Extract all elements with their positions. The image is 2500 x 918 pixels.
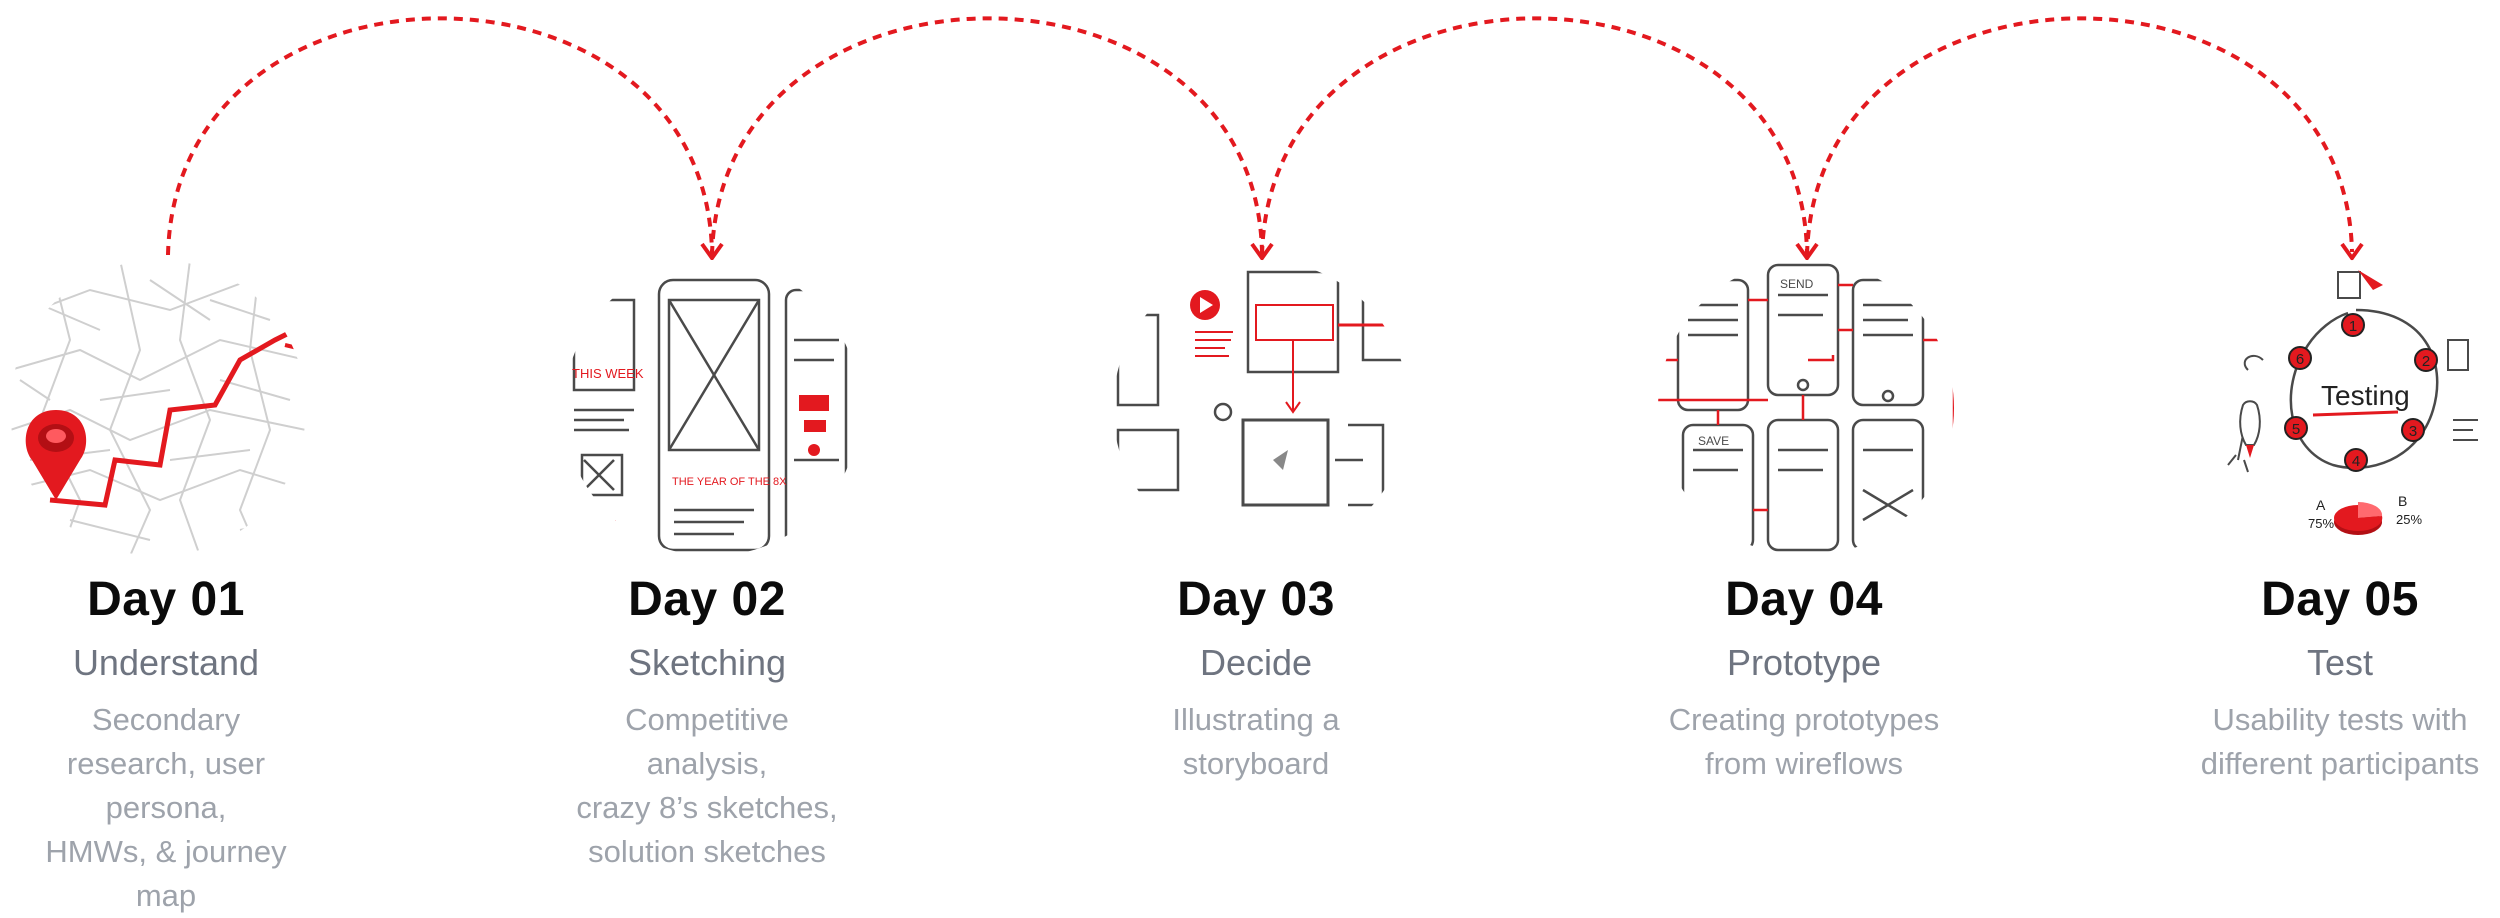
sketch-text: SAVE: [1698, 434, 1729, 448]
decide-illustration: [1113, 260, 1409, 556]
step-description: Creating prototypes from wireflows: [1644, 698, 1964, 786]
storyboard-icon: [1113, 260, 1409, 556]
step-phase-label: Sketching: [547, 642, 867, 684]
testing-label: Testing: [2321, 380, 2410, 411]
step-day-label: Day 05: [2180, 572, 2500, 627]
sketching-illustration: THIS WEEK THE YEAR OF THE 8X: [564, 260, 860, 556]
cycle-marker-2: 2: [2415, 349, 2437, 371]
step-description: Competitive analysis, crazy 8’s sketches…: [547, 698, 867, 874]
arc-arrowhead-day05: [2342, 244, 2362, 258]
test-illustration: Testing 1 2 3 4 5 6: [2208, 260, 2500, 556]
pie-chart-icon: [2334, 502, 2382, 535]
cycle-number: 3: [2409, 423, 2417, 440]
cycle-number: 5: [2292, 421, 2300, 438]
arc-arrowhead-day04: [1797, 244, 1817, 258]
phone-sketch-icon: THIS WEEK THE YEAR OF THE 8X: [564, 260, 860, 556]
arc-day04-to-day05: [1807, 18, 2352, 255]
cycle-marker-3: 3: [2402, 419, 2424, 441]
cycle-marker-5: 5: [2285, 417, 2307, 439]
cycle-number: 6: [2296, 351, 2304, 368]
arc-day01-to-day02: [168, 18, 712, 255]
cycle-number: 4: [2352, 453, 2360, 470]
ab-value: 75%: [2308, 516, 2334, 531]
testing-cycle-icon: Testing 1 2 3 4 5 6: [2208, 260, 2500, 556]
step-day-label: Day 04: [1644, 572, 1964, 627]
ab-label: A: [2316, 497, 2326, 513]
prototype-illustration: SEND SAVE: [1658, 260, 1954, 556]
cycle-marker-4: 4: [2345, 449, 2367, 471]
map-pin-icon: [26, 410, 86, 500]
step-phase-label: Test: [2180, 642, 2500, 684]
wireflow-icon: SEND SAVE: [1658, 260, 1954, 556]
step-description: Usability tests with different participa…: [2180, 698, 2500, 786]
map-illustration-icon: [10, 260, 306, 556]
step-phase-label: Decide: [1096, 642, 1416, 684]
cycle-marker-6: 6: [2289, 347, 2311, 369]
cycle-marker-1: 1: [2342, 314, 2364, 336]
rocket-icon: [2240, 401, 2260, 458]
cycle-number: 2: [2422, 353, 2430, 370]
arc-arrowhead-day02: [702, 244, 722, 258]
arc-day03-to-day04: [1262, 18, 1807, 255]
step-day-label: Day 03: [1096, 572, 1416, 627]
step-day-label: Day 01: [6, 572, 326, 627]
sketch-text: SEND: [1780, 277, 1814, 291]
cycle-number: 1: [2349, 318, 2357, 335]
understand-illustration: [10, 260, 306, 556]
sketch-text: THIS WEEK: [572, 366, 644, 381]
step-description: Secondary research, user persona, HMWs, …: [6, 698, 326, 918]
play-button-icon: [1190, 290, 1220, 320]
step-description: Illustrating a storyboard: [1096, 698, 1416, 786]
ab-label: B: [2398, 493, 2407, 509]
ab-value: 25%: [2396, 512, 2422, 527]
arc-arrowhead-day03: [1252, 244, 1272, 258]
step-phase-label: Prototype: [1644, 642, 1964, 684]
arc-day02-to-day03: [712, 18, 1262, 255]
step-phase-label: Understand: [6, 642, 326, 684]
sketch-text: THE YEAR OF THE 8X: [672, 476, 787, 488]
step-day-label: Day 02: [547, 572, 867, 627]
